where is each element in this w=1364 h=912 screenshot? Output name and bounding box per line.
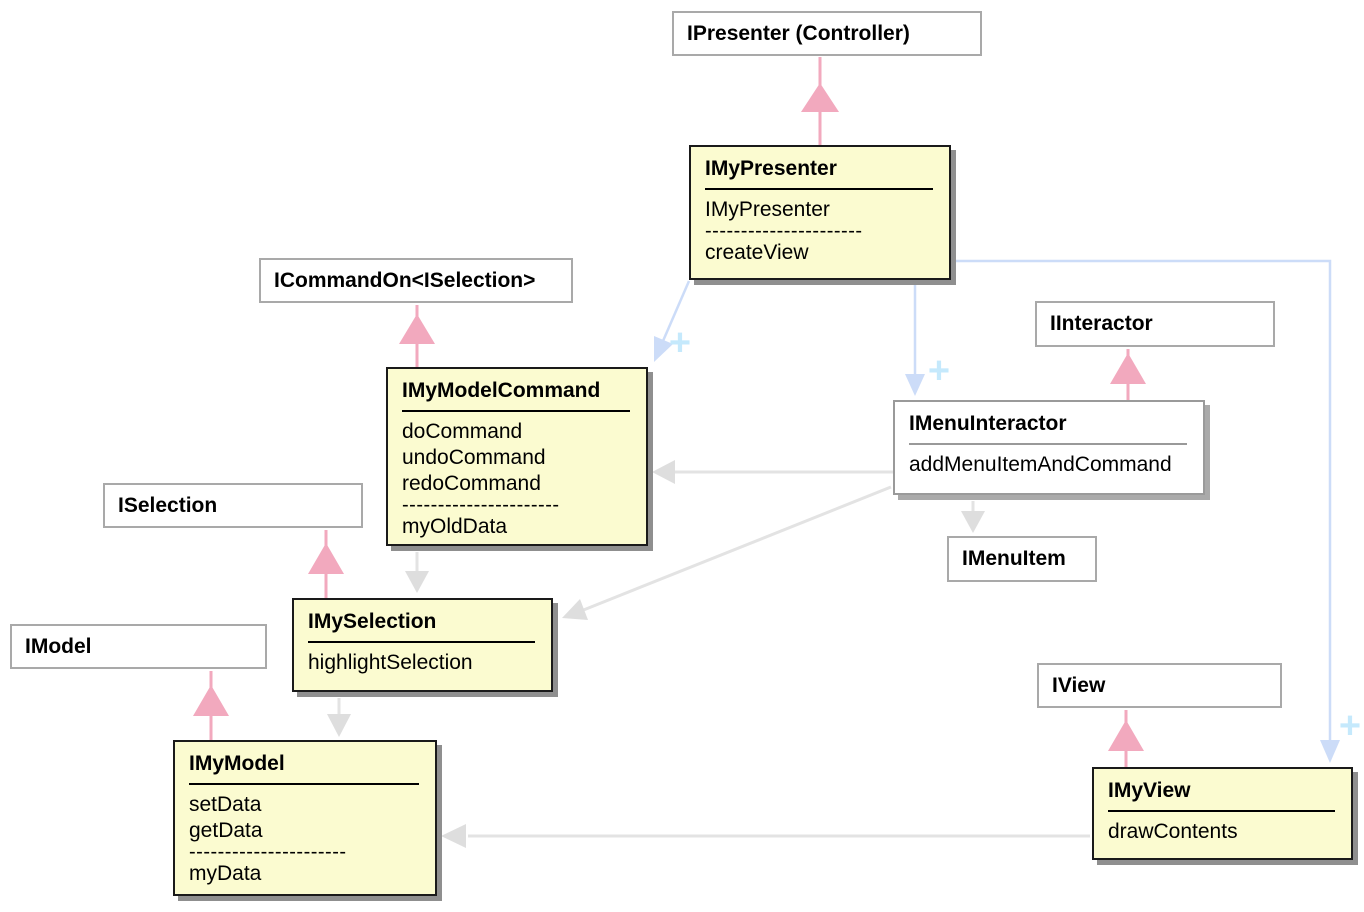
title-separator [402, 410, 630, 412]
interface-label: IMenuItem [962, 547, 1066, 570]
class-imymodel: IMyModel setData getData ---------------… [173, 740, 437, 896]
arrowhead [905, 374, 925, 396]
interface-label: ISelection [118, 493, 218, 517]
interface-label: IPresenter (Controller) [687, 21, 910, 45]
interface-iview: IView [1037, 663, 1282, 708]
class-member: addMenuItemAndCommand [909, 453, 1172, 476]
edge-mypresenter-to-mymodelcommand [661, 280, 691, 342]
plus-label: + [1339, 705, 1361, 747]
interface-label: IInteractor [1050, 312, 1153, 335]
interface-label: IView [1052, 673, 1106, 697]
interface-imodel: IModel [10, 624, 267, 669]
arrowhead [801, 83, 839, 112]
edge-menuinteractor-to-myselection [580, 485, 892, 613]
class-member: doCommand [402, 420, 523, 443]
title-separator [1108, 810, 1335, 812]
class-title: IMyModelCommand [402, 379, 601, 402]
class-member: undoCommand [402, 446, 546, 469]
arrowhead [1108, 720, 1144, 751]
class-title: IMySelection [308, 610, 437, 633]
class-title: IMenuInteractor [909, 412, 1067, 435]
class-member: myOldData [402, 515, 508, 538]
class-members: drawContents [1094, 816, 1351, 845]
arrowhead [193, 685, 229, 716]
title-separator [705, 188, 933, 190]
class-members: addMenuItemAndCommand [895, 449, 1203, 478]
member-separator: ---------------------- [402, 497, 560, 514]
realization-arrows [193, 57, 1146, 768]
interface-label: IModel [25, 634, 92, 658]
creates-plus-labels: + + + [669, 322, 1361, 747]
interface-icommandon: ICommandOn<ISelection> [259, 258, 573, 303]
member-separator: ---------------------- [705, 223, 863, 240]
interface-iinteractor: IInteractor [1035, 301, 1275, 347]
class-member: createView [705, 241, 809, 264]
class-title: IMyModel [189, 752, 285, 775]
arrowhead [308, 543, 344, 574]
creates-arrows [654, 259, 1340, 763]
class-imypresenter: IMyPresenter IMyPresenter --------------… [689, 145, 951, 280]
arrowhead [399, 314, 435, 344]
interface-iselection: ISelection [103, 483, 363, 528]
class-imyview: IMyView drawContents [1092, 767, 1353, 860]
class-member: setData [189, 793, 262, 816]
title-separator [909, 443, 1187, 445]
arrowhead [441, 824, 466, 848]
interface-imenuitem: IMenuItem [947, 536, 1097, 582]
member-separator: ---------------------- [189, 844, 347, 861]
interface-label: ICommandOn<ISelection> [274, 268, 536, 292]
title-separator [308, 641, 535, 643]
arrowhead [405, 571, 429, 593]
plus-label: + [928, 350, 950, 392]
class-imyselection: IMySelection highlightSelection [292, 598, 553, 692]
class-member: getData [189, 819, 263, 842]
class-imymodelcommand: IMyModelCommand doCommand undoCommand re… [386, 367, 648, 546]
arrowhead [327, 714, 351, 737]
arrowhead [1110, 353, 1146, 384]
arrowhead [961, 511, 985, 533]
class-member: highlightSelection [308, 651, 473, 674]
class-member: IMyPresenter [705, 198, 830, 221]
arrowhead [652, 460, 675, 484]
dependency-arrows [327, 460, 1090, 848]
arrowhead [562, 599, 588, 620]
class-members: highlightSelection [294, 647, 551, 676]
class-member: drawContents [1108, 820, 1238, 843]
class-members: doCommand undoCommand redoCommand ------… [388, 416, 646, 540]
class-member: myData [189, 862, 262, 885]
class-members: setData getData ---------------------- m… [175, 789, 435, 887]
class-title: IMyPresenter [705, 157, 837, 180]
title-separator [189, 783, 419, 785]
edge-mypresenter-to-myview [955, 259, 1332, 741]
class-title: IMyView [1108, 779, 1191, 802]
class-members: IMyPresenter ---------------------- crea… [691, 194, 949, 266]
arrowhead [654, 336, 673, 362]
arrowhead [1320, 740, 1340, 763]
class-member: redoCommand [402, 472, 541, 495]
class-imenuinteractor: IMenuInteractor addMenuItemAndCommand [893, 400, 1205, 495]
plus-label: + [669, 322, 691, 364]
interface-ipresenter: IPresenter (Controller) [672, 11, 982, 56]
